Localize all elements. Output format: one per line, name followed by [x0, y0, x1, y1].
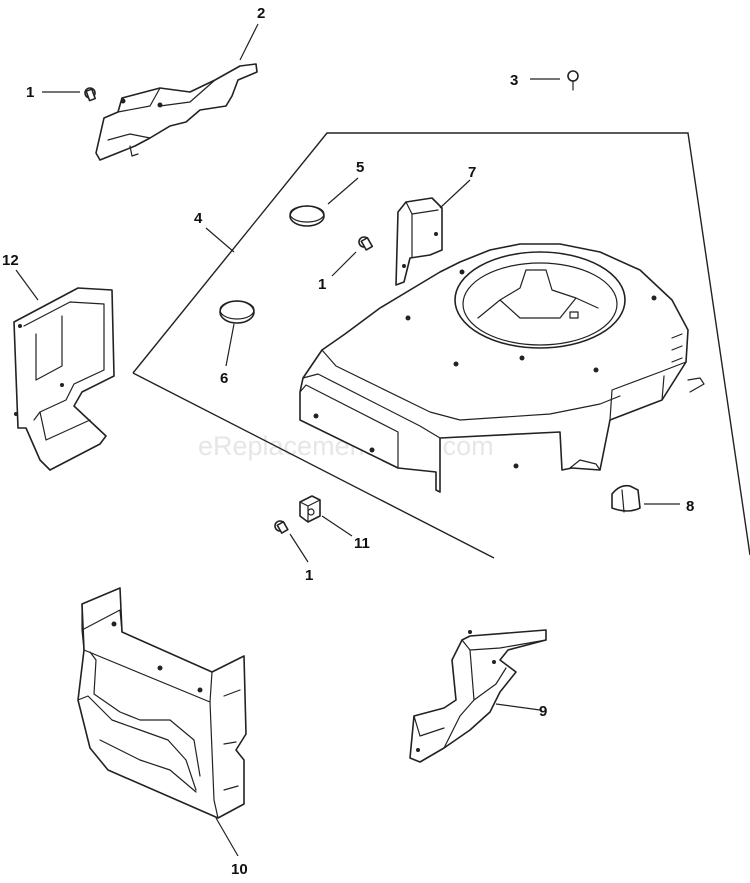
blower-housing[interactable]: [299, 243, 705, 493]
part-5-plug[interactable]: [289, 205, 325, 227]
callouts: 1 2 3 4 5 7 12 1 6 8 11 1 9 10: [2, 5, 694, 878]
part-2-bracket[interactable]: [95, 63, 258, 161]
callout-1-mid: 1: [318, 276, 326, 293]
callout-1-bottom: 1: [305, 567, 313, 584]
callout-9: 9: [539, 703, 547, 720]
callout-4: 4: [194, 210, 203, 227]
part-10-shroud[interactable]: [77, 587, 247, 819]
callout-11: 11: [354, 535, 370, 552]
callout-5: 5: [356, 159, 364, 176]
part-9-bracket[interactable]: [409, 629, 547, 763]
callout-10: 10: [231, 861, 248, 878]
callout-3: 3: [510, 72, 518, 89]
part-1-screw-mid[interactable]: [358, 236, 374, 251]
callout-6: 6: [220, 370, 228, 387]
leader-lines: [15, 23, 680, 857]
part-1-screw-bottom[interactable]: [274, 520, 289, 534]
part-3-screw[interactable]: [567, 70, 579, 91]
part-11-clip[interactable]: [299, 495, 321, 523]
part-1-screw-top[interactable]: [84, 87, 97, 102]
callout-1-top: 1: [26, 84, 34, 101]
part-6-plug[interactable]: [219, 300, 255, 324]
part-12-baffle[interactable]: [13, 287, 115, 471]
callout-12: 12: [2, 252, 19, 269]
kit-frame: [132, 132, 750, 559]
part-8-grommet[interactable]: [611, 484, 641, 513]
callout-7: 7: [468, 164, 476, 181]
callout-2: 2: [257, 5, 265, 22]
part-7-bracket[interactable]: [395, 197, 443, 286]
callout-8: 8: [686, 498, 694, 515]
